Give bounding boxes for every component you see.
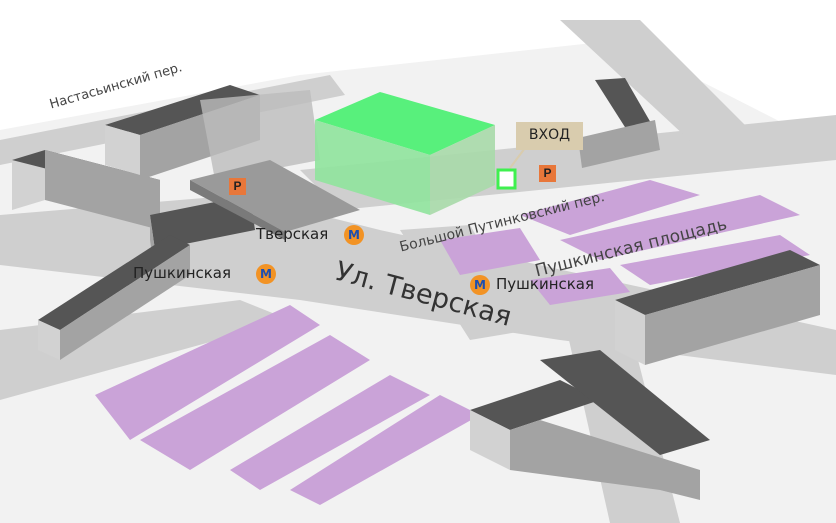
park-sw-1 (95, 305, 320, 440)
entrance-door-icon (496, 168, 517, 190)
metro-name-tverskaya: Тверская (256, 225, 329, 243)
parking-symbol: P (233, 179, 242, 193)
metro-symbol: М (348, 228, 360, 242)
park-sw-4 (290, 395, 480, 505)
metro-name-pushkinskaya-west: Пушкинская (133, 264, 232, 282)
park-ne-3 (440, 228, 540, 275)
venue-side (430, 125, 495, 215)
metro-symbol: М (260, 267, 272, 281)
park-ne-2 (560, 195, 800, 260)
venue-building[interactable] (315, 92, 495, 215)
venue-roof (315, 92, 495, 155)
park-ne-1 (520, 180, 700, 235)
park-ne-5 (530, 268, 630, 305)
venue-front (315, 120, 430, 215)
parking-icon-east[interactable]: P (539, 165, 556, 182)
buildings (12, 78, 820, 500)
entrance-label[interactable]: ВХОД (528, 127, 571, 143)
park-sw-2 (140, 335, 370, 470)
entrance-label-box (516, 122, 583, 150)
parking-symbol: P (543, 166, 552, 180)
metro-symbol: М (474, 278, 486, 292)
road-north-east (560, 20, 760, 150)
road-square-west (400, 225, 530, 340)
metro-icon: М (470, 275, 490, 295)
park-ne-4 (620, 235, 810, 285)
metro-icon: М (256, 264, 276, 284)
parks (95, 180, 810, 505)
entrance-marker[interactable] (496, 122, 583, 190)
park-sw-3 (230, 375, 430, 490)
metro-name-pushkinskaya-east: Пушкинская (496, 275, 595, 293)
parking-icon-west[interactable]: P (229, 178, 246, 195)
metro-icon: М (344, 225, 364, 245)
